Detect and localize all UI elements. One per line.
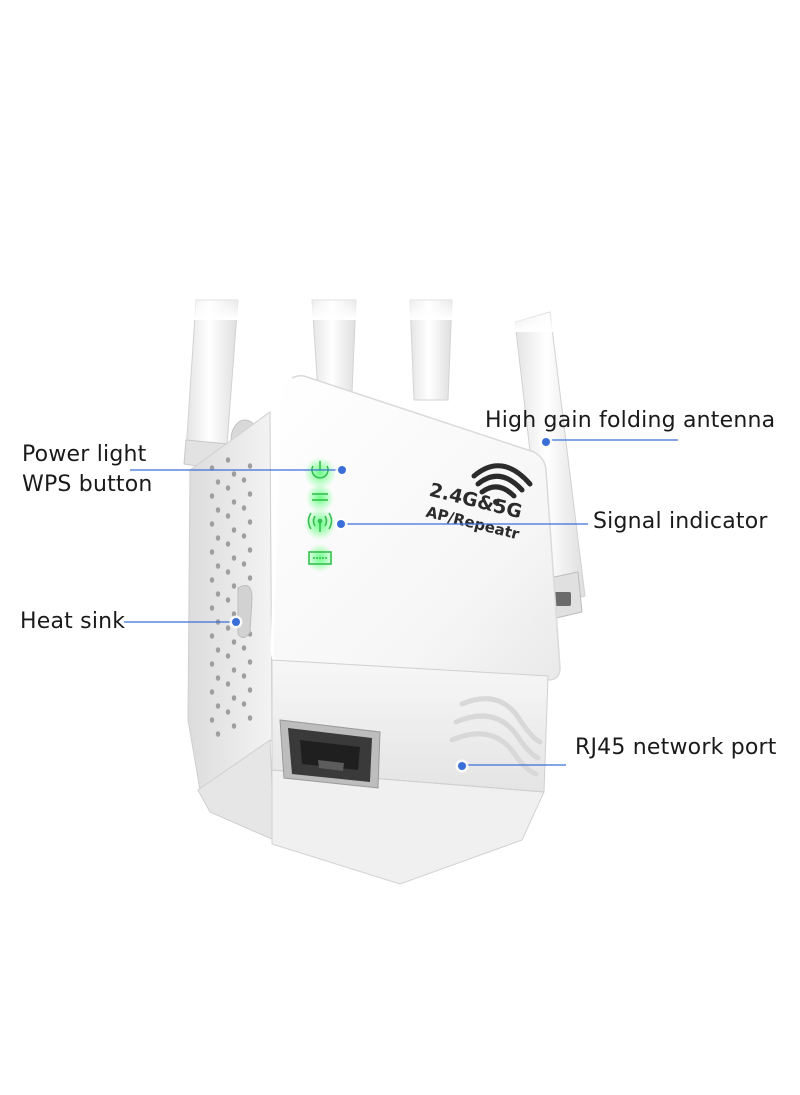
device-front-face xyxy=(270,375,561,681)
vent-hole xyxy=(247,463,253,469)
vent-hole xyxy=(231,527,237,533)
vent-hole xyxy=(225,653,231,659)
vent-hole xyxy=(215,591,221,597)
device-left-side xyxy=(187,411,275,841)
vent-hole xyxy=(241,533,247,539)
vent-hole xyxy=(231,611,237,617)
vent-hole xyxy=(225,569,231,575)
wps-led-icon xyxy=(312,493,328,501)
vent-hole xyxy=(231,667,237,673)
vent-hole xyxy=(215,563,221,569)
vent-hole xyxy=(247,491,253,497)
vent-hole xyxy=(231,471,237,477)
vent-hole xyxy=(209,661,215,667)
vent-hole xyxy=(209,521,215,527)
vent-hole xyxy=(209,717,215,723)
wave-decoration xyxy=(449,696,543,777)
vent-hole xyxy=(241,477,247,483)
vent-hole xyxy=(247,575,253,581)
vent-hole xyxy=(225,485,231,491)
callout-heat-sink-label: Heat sink xyxy=(20,609,126,634)
vent-hole xyxy=(215,703,221,709)
vent-hole xyxy=(209,633,215,639)
vent-hole xyxy=(225,709,231,715)
vent-hole xyxy=(209,577,215,583)
rj45-port xyxy=(279,719,381,789)
vent-hole xyxy=(209,689,215,695)
led-panel xyxy=(304,457,336,572)
vent-hole xyxy=(241,561,247,567)
vent-hole xyxy=(247,715,253,721)
vent-hole xyxy=(225,681,231,687)
vent-hole xyxy=(209,605,215,611)
vent-hole xyxy=(247,547,253,553)
callout-rj45-port-label: RJ45 network port xyxy=(575,735,777,760)
vent-hole xyxy=(247,659,253,665)
vent-hole xyxy=(215,507,221,513)
vent-hole xyxy=(247,519,253,525)
vent-hole xyxy=(231,499,237,505)
callout-dots xyxy=(229,435,553,773)
vent-hole xyxy=(209,549,215,555)
vent-hole xyxy=(241,673,247,679)
callout-signal-indicator-label: Signal indicator xyxy=(593,509,768,534)
vent-hole xyxy=(231,723,237,729)
vent-hole xyxy=(241,645,247,651)
wifi-logo-icon xyxy=(471,463,533,505)
vent-hole xyxy=(231,583,237,589)
vent-hole xyxy=(215,647,221,653)
vent-hole xyxy=(231,695,237,701)
vent-hole xyxy=(209,493,215,499)
vent-hole xyxy=(215,479,221,485)
vent-hole xyxy=(231,555,237,561)
vent-hole xyxy=(225,457,231,463)
vent-hole xyxy=(225,541,231,547)
signal-led-icon xyxy=(307,512,333,532)
vent-hole xyxy=(241,701,247,707)
callout-antenna-label: High gain folding antenna xyxy=(485,408,776,433)
vent-hole xyxy=(215,731,221,737)
vent-hole xyxy=(215,675,221,681)
callout-wps-button-label: WPS button xyxy=(22,472,153,497)
antenna-left-back xyxy=(300,290,370,393)
lan-led-icon xyxy=(308,551,332,565)
antenna-right-back xyxy=(398,290,468,401)
vent-hole xyxy=(225,597,231,603)
vent-hole xyxy=(215,535,221,541)
vent-hole xyxy=(247,687,253,693)
vent-hole xyxy=(231,639,237,645)
vent-hole xyxy=(225,625,231,631)
vent-hole xyxy=(241,505,247,511)
vent-hole xyxy=(225,513,231,519)
callout-lines xyxy=(124,439,678,766)
callout-power-light-label: Power light xyxy=(22,442,147,467)
